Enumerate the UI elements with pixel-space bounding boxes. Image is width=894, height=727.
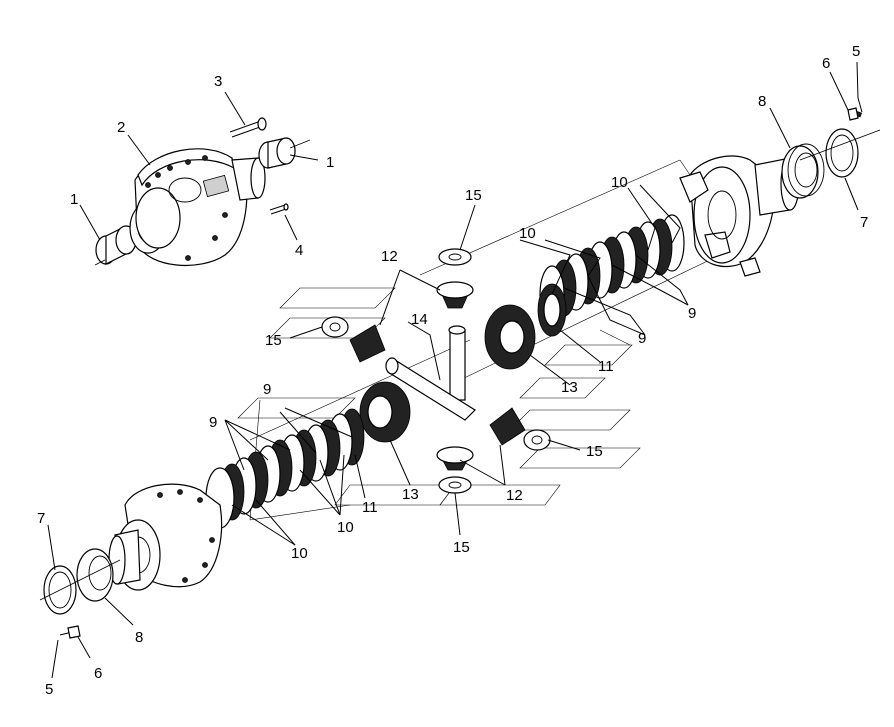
callout-11-lower: 11: [362, 499, 378, 516]
snap-ring-upper: [825, 128, 859, 178]
pin: [269, 203, 289, 215]
bushing-left: [95, 225, 137, 265]
callout-13-lower: 13: [402, 486, 419, 503]
callout-10-upper-b: 10: [519, 225, 536, 242]
bushing-right: [258, 137, 296, 169]
clutch-pack-lower: [205, 408, 365, 529]
callout-13-upper: 13: [561, 379, 578, 396]
callout-9-lower-a: 9: [263, 381, 271, 398]
callout-10-lower-b: 10: [291, 545, 308, 562]
bolt: [229, 117, 267, 138]
callout-10-upper-a: 10: [611, 174, 628, 191]
callout-3: 3: [214, 73, 222, 90]
callout-1-right: 1: [326, 154, 334, 171]
callout-15-bottom: 15: [453, 539, 470, 556]
carrier-upper-right: [679, 97, 881, 277]
callout-8-lower: 8: [135, 629, 143, 646]
callout-6-lower: 6: [94, 665, 102, 682]
housing-lower-left: [39, 483, 223, 639]
callout-1-left: 1: [70, 191, 78, 208]
callout-labels: 1 1 2 3 4 5 5 6 6 7 7 8 8 9 9 9 9 10 10 …: [37, 43, 868, 698]
callout-4: 4: [295, 242, 303, 259]
housing-upper-left: [94, 117, 311, 266]
callout-10-lower-a: 10: [337, 519, 354, 536]
leader-lines: [47, 61, 859, 679]
callout-15-top: 15: [465, 187, 482, 204]
callout-2: 2: [117, 119, 125, 136]
callout-7-upper: 7: [860, 214, 868, 231]
callout-12-upper: 12: [381, 248, 398, 265]
callout-11-upper: 11: [598, 358, 614, 375]
callout-15-left: 15: [265, 332, 282, 349]
callout-5-upper: 5: [852, 43, 860, 60]
seal-ring-upper: [781, 143, 825, 199]
callout-9-lower-b: 9: [209, 414, 217, 431]
callout-12-lower: 12: [506, 487, 523, 504]
callout-14: 14: [411, 311, 428, 328]
callout-9-upper-a: 9: [688, 305, 696, 322]
callout-15-right: 15: [586, 443, 603, 460]
callout-9-upper-b: 9: [638, 330, 646, 347]
callout-7-lower: 7: [37, 510, 45, 527]
callout-6-upper: 6: [822, 55, 830, 72]
callout-5-lower: 5: [45, 681, 53, 698]
differential-center: [321, 248, 551, 494]
callout-8-upper: 8: [758, 93, 766, 110]
